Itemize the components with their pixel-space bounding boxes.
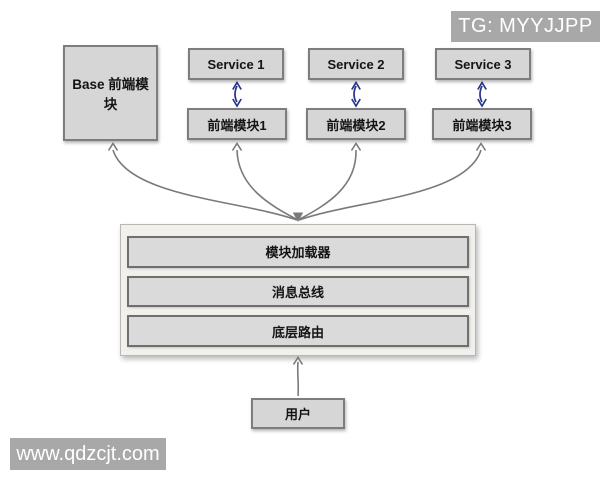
fan-arrow-to-module3 bbox=[298, 142, 487, 221]
fan-converge-arrowhead bbox=[292, 212, 304, 222]
layer-base-router: 底层路由 bbox=[127, 315, 469, 348]
bidir-arrow-service2 bbox=[351, 80, 361, 108]
layer-module-loader: 模块加载器 bbox=[127, 236, 469, 268]
frontend-module-box-1: 前端模块1 bbox=[187, 108, 287, 140]
telegram-badge: TG: MYYJJPP bbox=[451, 11, 600, 42]
bidir-arrow-service3 bbox=[477, 80, 487, 108]
base-module-box: Base 前端模块 bbox=[63, 45, 158, 141]
service-box-2: Service 2 bbox=[308, 48, 404, 80]
fan-arrow-to-module2 bbox=[299, 142, 362, 220]
frontend-module-box-3: 前端模块3 bbox=[432, 108, 532, 140]
user-box: 用户 bbox=[251, 398, 345, 429]
layer-message-bus: 消息总线 bbox=[127, 275, 469, 308]
fan-arrow-to-module1 bbox=[231, 142, 297, 220]
fan-arrow-to-base bbox=[107, 142, 298, 221]
user-to-core-arrow bbox=[292, 356, 304, 397]
bidir-arrow-service1 bbox=[232, 80, 242, 108]
core-platform-container: 模块加载器 消息总线 底层路由 bbox=[120, 224, 476, 356]
frontend-module-box-2: 前端模块2 bbox=[306, 108, 406, 140]
watermark: www.qdzcjt.com bbox=[10, 438, 166, 470]
service-box-1: Service 1 bbox=[188, 48, 284, 80]
service-box-3: Service 3 bbox=[435, 48, 531, 80]
